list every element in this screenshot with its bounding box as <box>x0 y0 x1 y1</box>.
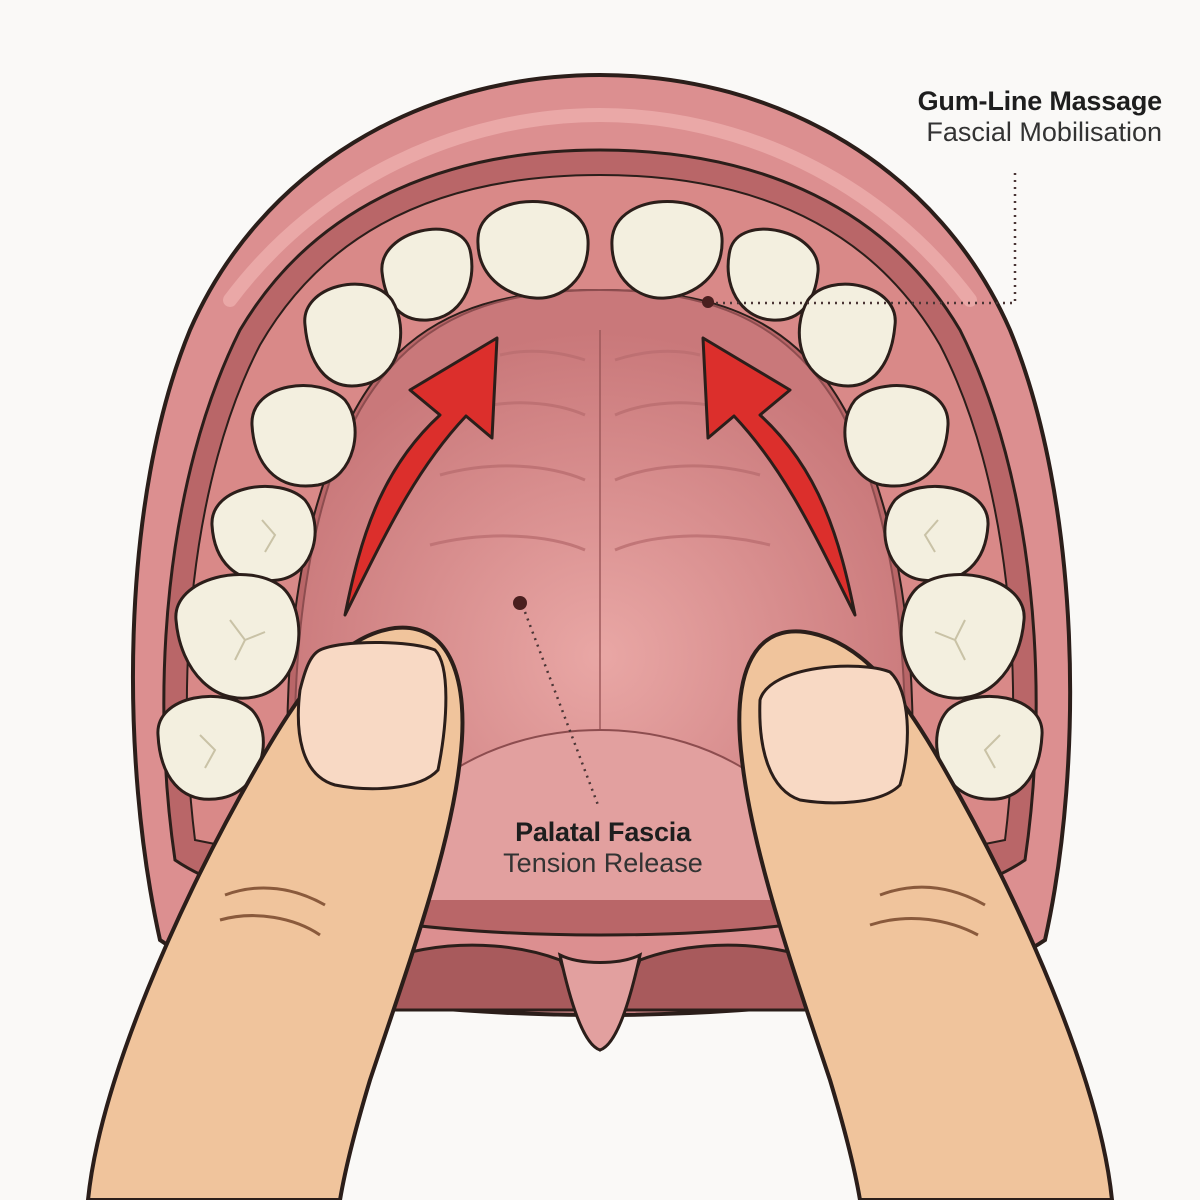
tooth <box>899 573 1026 700</box>
tooth <box>156 694 265 801</box>
tooth <box>797 282 897 388</box>
palatal-title: Palatal Fascia <box>515 817 691 847</box>
palatal-subtitle: Tension Release <box>503 848 703 879</box>
right-thumbnail <box>758 664 909 805</box>
tooth <box>210 484 317 583</box>
tooth <box>843 384 950 488</box>
tooth <box>174 573 301 700</box>
tooth <box>476 200 590 300</box>
left-thumb <box>85 625 465 1200</box>
palatal-label: Palatal Fascia Tension Release <box>418 817 788 879</box>
right-thumb <box>737 629 1115 1200</box>
upward-arrow-icon <box>343 336 499 617</box>
tooth <box>883 484 990 583</box>
left-thumbnail <box>296 641 448 791</box>
upward-arrow-icon <box>701 336 857 617</box>
teeth <box>156 200 1044 801</box>
uvula <box>557 952 643 1052</box>
gum-line-title: Gum-Line Massage <box>917 86 1163 116</box>
gum-line-subtitle: Fascial Mobilisation <box>926 117 1162 148</box>
palatal-callout <box>513 596 600 806</box>
tooth <box>303 282 403 388</box>
tooth <box>610 200 724 300</box>
tooth <box>250 384 357 488</box>
gum-line-callout <box>702 168 1017 308</box>
gum-line-label: Gum-Line Massage Fascial Mobilisation <box>917 86 1163 148</box>
